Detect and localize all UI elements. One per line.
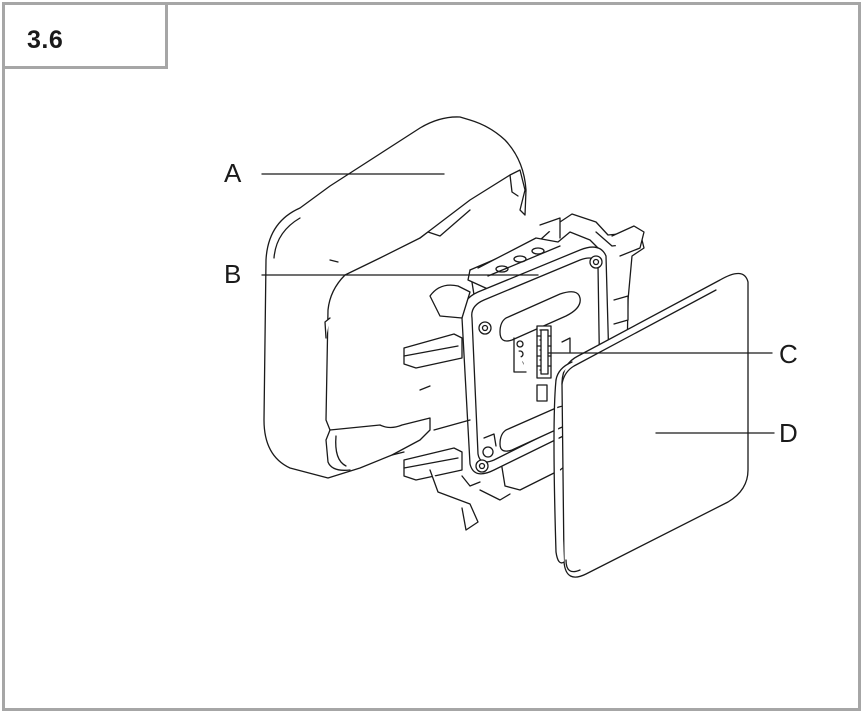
step-number-box — [5, 5, 168, 69]
part-a-housing-cover — [263, 116, 527, 479]
callout-b: B — [224, 259, 242, 289]
step-number: 3.6 — [27, 26, 64, 54]
part-c-terminal-block — [540, 329, 549, 375]
callout-c: C — [779, 339, 798, 369]
callout-a: A — [224, 158, 242, 188]
part-d-cover-plate — [553, 272, 749, 578]
callout-d: D — [779, 418, 798, 448]
